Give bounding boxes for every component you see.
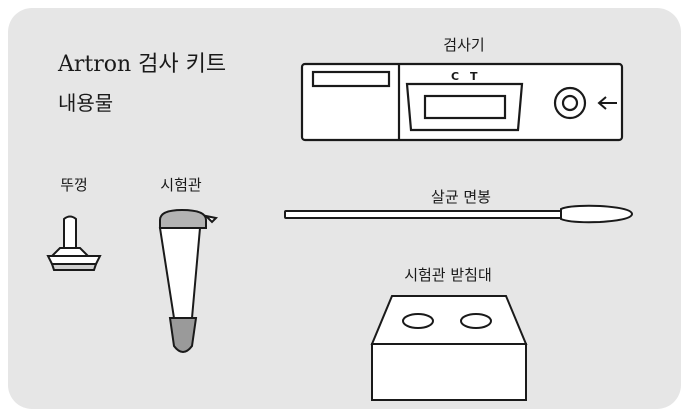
tube-illustration	[158, 208, 219, 353]
stand-label: 시험관 받침대	[404, 266, 492, 284]
test-mark: T	[470, 70, 478, 83]
test-device-illustration	[300, 62, 624, 142]
cap-label: 뚜껑	[60, 176, 88, 194]
swab-illustration	[284, 204, 634, 224]
cap-illustration	[46, 215, 102, 271]
tube-stand-illustration	[370, 295, 528, 401]
tube-label: 시험관	[160, 176, 202, 194]
kit-subtitle: 내용물	[58, 91, 114, 115]
kit-title: Artron 검사 키트	[58, 52, 227, 77]
test-device-label: 검사기	[443, 36, 485, 54]
swab-label: 살균 면봉	[431, 188, 491, 206]
control-mark: C	[451, 70, 459, 83]
